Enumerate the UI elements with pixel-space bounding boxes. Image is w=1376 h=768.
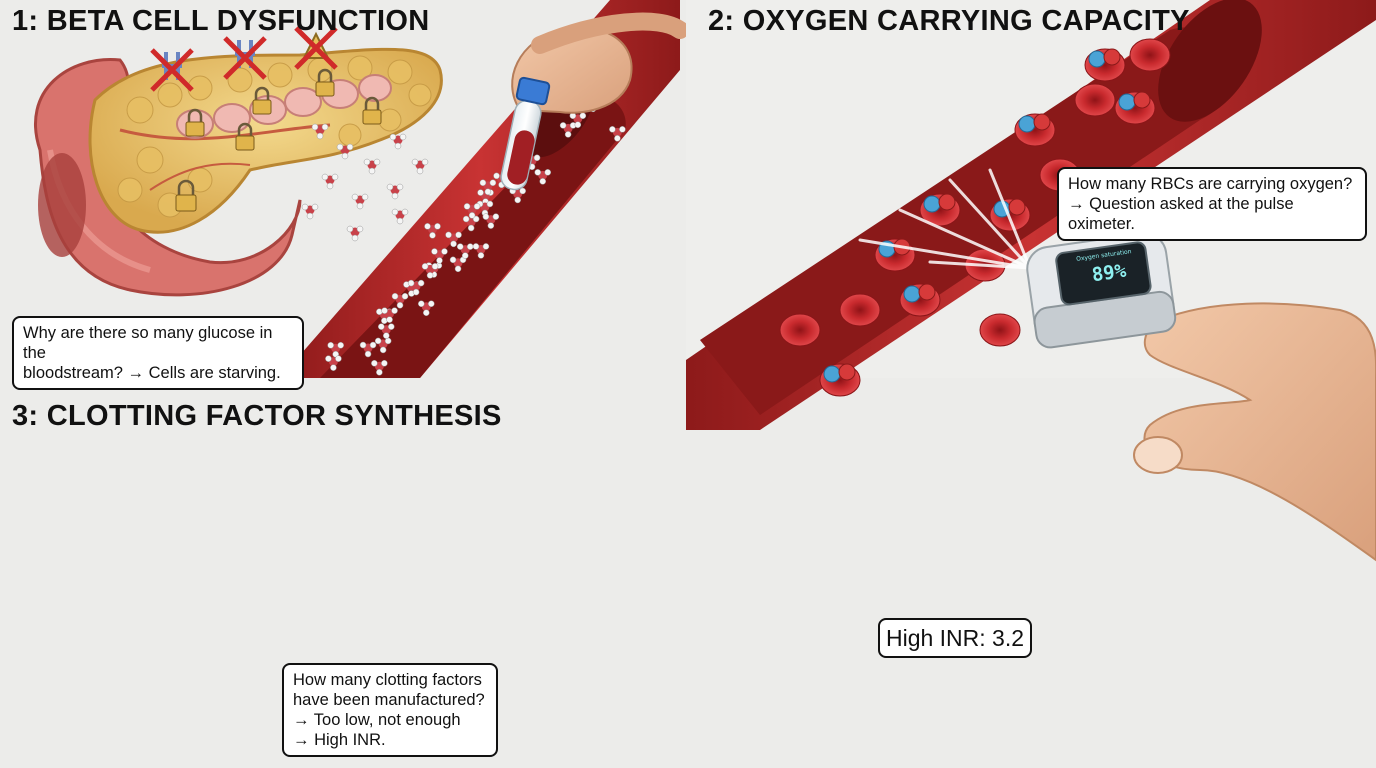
callout-line: How many RBCs are carrying oxygen? <box>1068 175 1353 193</box>
red-blood-cell <box>1084 48 1126 82</box>
glucose-molecule <box>534 169 551 185</box>
red-blood-cell <box>1014 113 1056 147</box>
glucose-molecule <box>371 360 388 376</box>
glucose-molecule <box>463 203 481 219</box>
red-blood-cell <box>919 193 961 227</box>
glucose-molecule <box>479 179 497 195</box>
callout-line: → High INR. <box>293 731 386 749</box>
finger <box>1133 302 1376 562</box>
panel-2 <box>686 0 1376 562</box>
glucose-molecule <box>391 293 409 309</box>
red-blood-cell <box>1114 91 1156 125</box>
glucose-molecule <box>472 243 490 259</box>
panel-1-title: 1: BETA CELL DYSFUNCTION <box>12 5 430 37</box>
panel-1 <box>0 0 689 378</box>
glucose-molecule <box>407 279 425 296</box>
glucose-molecule <box>381 307 398 323</box>
red-blood-cell <box>989 198 1031 232</box>
glucose-molecule <box>462 215 480 232</box>
glucose-molecule <box>311 123 329 140</box>
glucose-molecule <box>363 158 381 175</box>
panel-2-title: 2: OXYGEN CARRYING CAPACITY <box>708 5 1190 37</box>
callout-line: Why are there so many glucose in the <box>23 324 273 362</box>
glucose-molecule <box>325 355 342 371</box>
glucose-molecule <box>569 112 587 128</box>
glucose-molecule <box>301 203 319 220</box>
glucose-molecule <box>445 231 462 248</box>
glucose-molecule <box>389 133 407 150</box>
callout-line: How many clotting factors <box>293 671 482 689</box>
callout-oxygen: How many RBCs are carrying oxygen? → Que… <box>1057 167 1367 241</box>
callout-line: bloodstream? → Cells are starving. <box>23 364 281 382</box>
glucose-molecule <box>456 243 474 259</box>
callout-line: → Too low, not enough <box>293 711 461 729</box>
red-blood-cell <box>779 313 821 347</box>
red-blood-cell <box>1129 38 1171 72</box>
glucose-molecule <box>411 158 429 175</box>
sensor-light-rays <box>858 168 1032 270</box>
glucose-molecule <box>421 263 439 279</box>
glucose-molecule <box>351 193 369 210</box>
glucose-molecule <box>378 323 395 339</box>
pulse-oximeter <box>1026 232 1177 349</box>
glucose-molecule <box>346 225 364 242</box>
red-blood-cell <box>1074 83 1116 117</box>
callout-beta-cell: Why are there so many glucose in the blo… <box>12 316 304 390</box>
glucose-molecule <box>482 213 500 229</box>
glucose-molecule <box>609 126 626 142</box>
insulin-crossed-out-icons <box>150 26 338 92</box>
glucose-molecule <box>559 122 577 138</box>
padlock-icons <box>175 68 382 212</box>
glucose-molecule <box>359 341 377 358</box>
glucose-molecule <box>424 223 441 239</box>
callout-clotting: How many clotting factors have been manu… <box>282 663 498 757</box>
callout-line: → Question asked at the pulse oximeter. <box>1068 195 1294 233</box>
red-blood-cell <box>899 283 941 317</box>
panel-3-title: 3: CLOTTING FACTOR SYNTHESIS <box>12 400 502 432</box>
red-blood-cell <box>819 363 861 397</box>
glucose-molecule <box>386 183 404 200</box>
red-blood-cell <box>979 313 1021 347</box>
glucose-molecule <box>431 248 448 264</box>
hand-test-tube <box>500 12 689 191</box>
glucose-molecule <box>476 200 494 217</box>
glucose-molecule <box>418 300 435 316</box>
red-blood-cell <box>839 293 881 327</box>
inr-result-label: High INR: 3.2 <box>878 618 1032 658</box>
glucose-molecule <box>391 208 409 225</box>
glucose-molecule <box>374 337 392 354</box>
glucose-molecule <box>321 173 339 190</box>
glucose-molecule <box>336 143 354 160</box>
glucose-molecules <box>301 96 626 376</box>
callout-line: have been manufactured? <box>293 691 485 709</box>
